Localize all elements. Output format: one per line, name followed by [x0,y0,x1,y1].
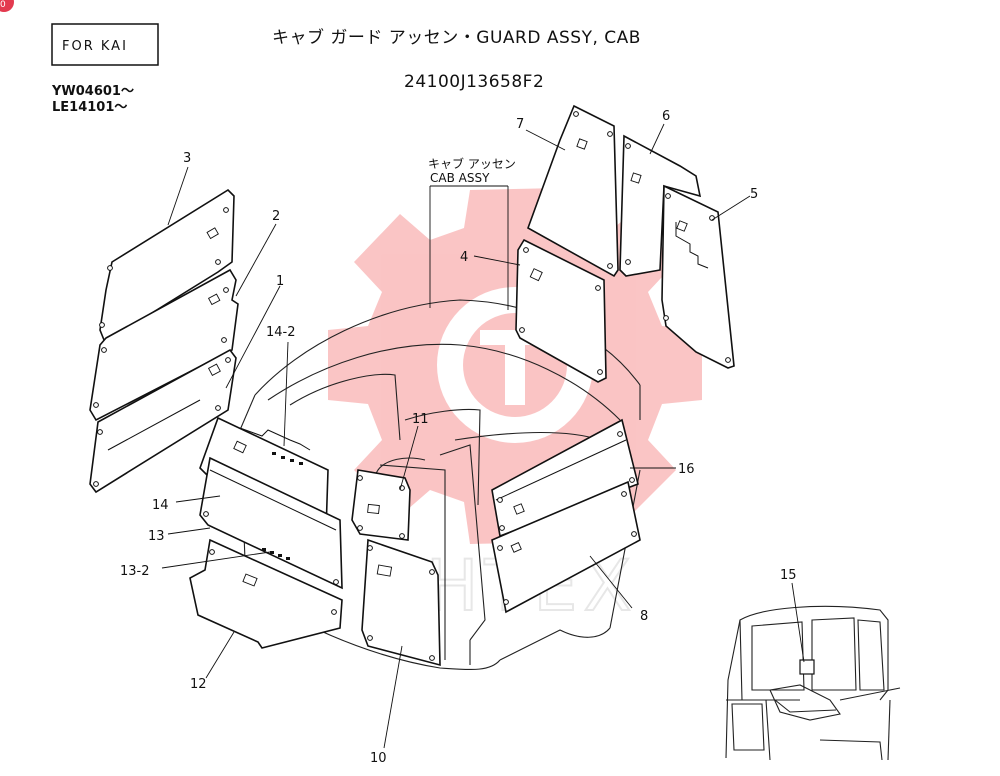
corner-mark-text: 0 [0,0,6,10]
panel-4 [515,238,607,383]
panel-5 [661,184,735,369]
panel-7 [527,104,619,278]
cab-assy-jp: キャブ アッセン [428,156,516,171]
badge-frame [51,23,159,66]
callout-10: 10 [370,751,387,766]
callout-8: 8 [640,609,648,624]
callout-3: 3 [183,151,191,166]
serial-range-2: LE14101～ [52,100,127,115]
inset-view [725,605,901,761]
callout-2: 2 [272,209,280,224]
panel-3 [99,188,235,342]
callout-labels: 1 2 3 4 5 6 7 8 10 11 12 13 13-2 14 14-2… [120,109,797,766]
callout-6: 6 [662,109,670,124]
header: FOR KAI キャブ ガード アッセン・GUARD ASSY, CAB 241… [51,23,641,115]
callout-16: 16 [678,462,695,477]
callout-12: 12 [190,677,207,692]
corner-mark: 0 [0,0,14,12]
callout-11: 11 [412,412,429,427]
badge-text: FOR KAI [62,39,128,54]
panel-2 [89,268,239,422]
panel-10 [361,538,441,667]
panel-13 [199,456,343,590]
callout-5: 5 [750,187,758,202]
cab-assy-callout: キャブ アッセン CAB ASSY [428,156,516,310]
serial-range-1: YW04601～ [51,84,134,99]
panel-16 [491,418,639,538]
callout-14-2: 14-2 [266,325,296,340]
panel-1 [89,348,237,494]
panel-11 [351,469,411,541]
callout-13: 13 [148,529,165,544]
callout-4: 4 [460,250,468,265]
panel-12 [189,538,343,649]
callout-1: 1 [276,274,284,289]
cab-assy-en: CAB ASSY [430,171,490,185]
callout-13-2: 13-2 [120,564,150,579]
callout-7: 7 [516,117,524,132]
leader-lines [161,123,805,749]
panel-8 [491,480,641,614]
page-title: キャブ ガード アッセン・GUARD ASSY, CAB [272,27,641,48]
callout-14: 14 [152,498,169,513]
callout-15: 15 [780,568,797,583]
part-number: 24100J13658F2 [404,72,544,92]
